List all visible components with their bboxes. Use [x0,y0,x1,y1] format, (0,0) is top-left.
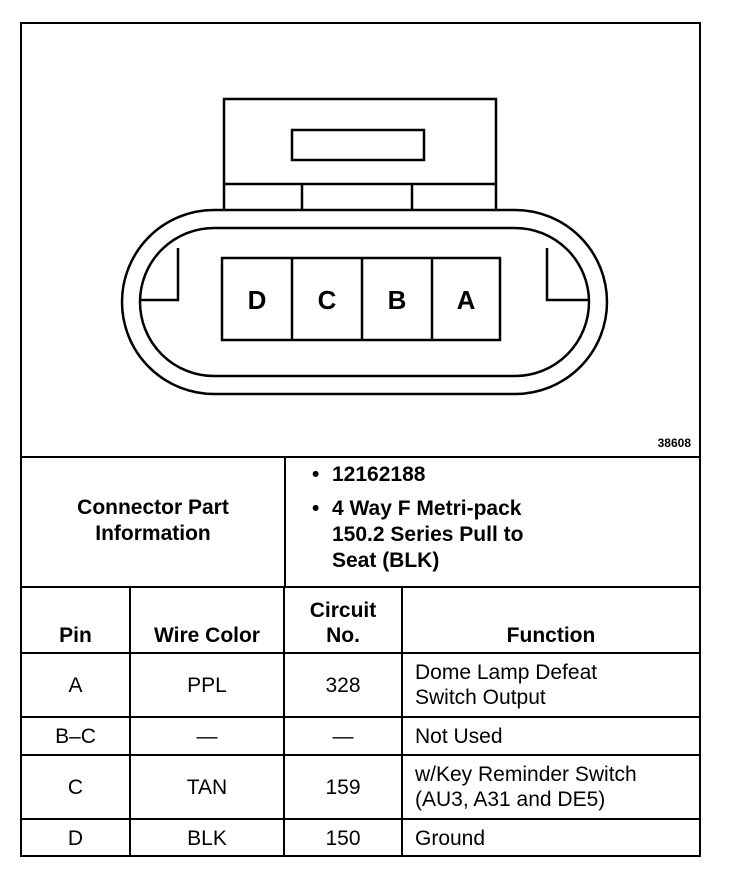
circuit-no-cell: 328 [283,652,403,718]
wire-color-cell: PPL [129,652,285,718]
inner-shell [138,226,591,378]
header-function: Function [401,586,699,654]
connector-diagram: D C B A 38608 [22,24,699,458]
cavity-label-d: D [248,285,267,315]
table-row: B–C — — Not Used [22,716,699,756]
cavity-label-c: C [318,285,337,315]
connector-face-drawing: D C B A [120,97,609,396]
header-wire-color: Wire Color [129,586,285,654]
cavity-label-b: B [388,285,407,315]
table-row: D BLK 150 Ground [22,818,699,856]
circuit-no-cell: 159 [283,754,403,820]
latch-housing [222,97,498,213]
part-number-item: 12162188 [286,462,686,488]
wire-color-cell: TAN [129,754,285,820]
left-key-tab [140,248,180,302]
part-info-section: Connector Part Information 12162188 4 Wa… [22,456,699,588]
circuit-no-cell: 150 [283,818,403,856]
function-cell: w/Key Reminder Switch (AU3, A31 and DE5) [401,754,699,820]
function-cell: Ground [401,818,699,856]
circuit-no-cell: — [283,716,403,756]
right-key-tab [545,248,589,302]
table-row: C TAN 159 w/Key Reminder Switch (AU3, A3… [22,754,699,820]
wire-color-cell: — [129,716,285,756]
part-info-list: 12162188 4 Way F Metri-pack 150.2 Series… [286,462,686,582]
pin-cell: C [22,754,131,820]
connector-type-item: 4 Way F Metri-pack 150.2 Series Pull to … [286,496,686,574]
outer-shell [120,208,609,396]
function-cell: Not Used [401,716,699,756]
table-header-row: Pin Wire Color Circuit No. Function [22,586,699,654]
pin-cell: D [22,818,131,856]
cavity-label-a: A [457,285,476,315]
function-cell: Dome Lamp Defeat Switch Output [401,652,699,718]
figure-number: 38608 [657,436,691,450]
table-row: A PPL 328 Dome Lamp Defeat Switch Output [22,652,699,718]
part-info-label: Connector Part Information [22,456,286,586]
pin-cell: B–C [22,716,131,756]
pinout-table: Pin Wire Color Circuit No. Function A PP… [22,586,699,856]
connector-sheet: D C B A 38608 Connector Part Information… [20,22,701,857]
header-pin: Pin [22,586,131,654]
latch-slot [290,128,426,162]
pin-cell: A [22,652,131,718]
wire-color-cell: BLK [129,818,285,856]
header-circuit-no: Circuit No. [283,586,403,654]
